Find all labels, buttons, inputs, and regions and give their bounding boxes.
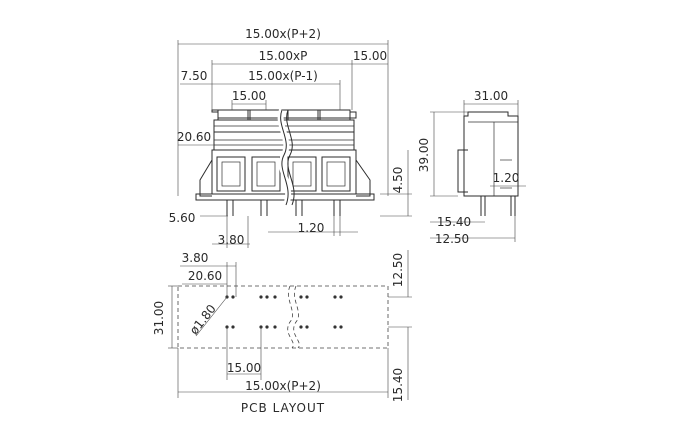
pcb-overall-width: 15.00x(P+2) [245, 379, 321, 393]
front-left-offset: 7.50 [181, 69, 208, 83]
pcb-bottom-offset: 15.40 [391, 368, 405, 402]
pcb-holes [225, 295, 343, 329]
front-overall-width: 15.00x(P+2) [245, 27, 321, 41]
pcb-depth: 31.00 [152, 301, 166, 335]
front-right-offset: 15.00 [353, 49, 387, 63]
side-depth: 31.00 [474, 89, 508, 103]
pcb-top-offset: 12.50 [391, 253, 405, 287]
front-pitch-span: 15.00xP [259, 49, 308, 63]
side-pin-front: 12.50 [435, 232, 469, 246]
front-view [177, 40, 412, 248]
pcb-row-offset: 20.60 [188, 269, 222, 283]
front-screw-offset: 20.60 [177, 130, 211, 144]
front-pin-width: 1.20 [298, 221, 325, 235]
pcb-hole-diameter: ø1.80 [187, 302, 219, 337]
side-height: 39.00 [417, 138, 431, 172]
pcb-pitch: 15.00 [227, 361, 261, 375]
pcb-layout-title: PCB LAYOUT [241, 401, 325, 415]
pcb-layout [168, 250, 412, 400]
pcb-hole-offset-x: 3.80 [182, 251, 209, 265]
front-left-edge: 5.60 [169, 211, 196, 225]
front-inner-span: 15.00x(P-1) [248, 69, 318, 83]
side-view [430, 100, 526, 242]
side-pin-size: 1.20 [493, 171, 520, 185]
front-pin-offset: 3.80 [218, 233, 245, 247]
side-pin-pos: 15.40 [437, 215, 471, 229]
front-pitch: 15.00 [232, 89, 266, 103]
front-height-small: 4.50 [391, 167, 405, 194]
